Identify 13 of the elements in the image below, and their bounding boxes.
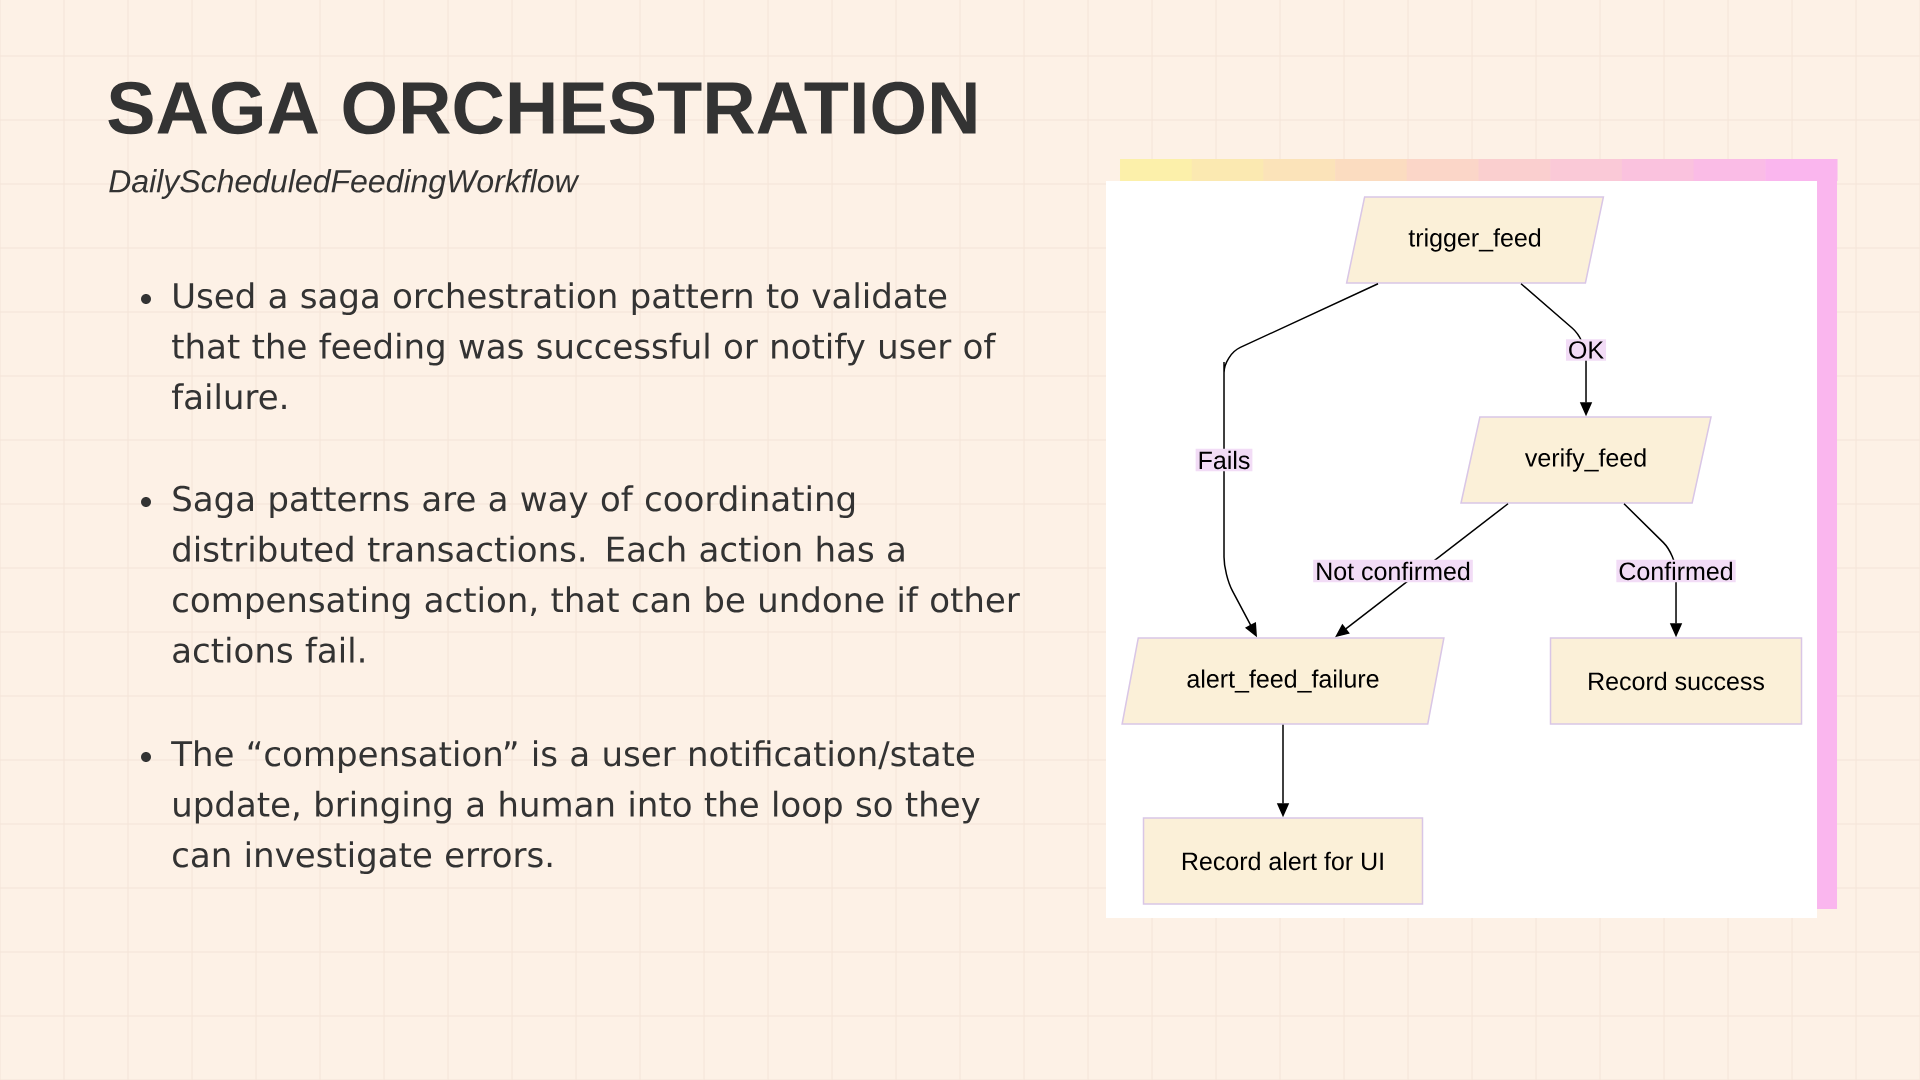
bullet-text: The “compensation” is a user notification/state update, bringing a human into the loop so they can investigate errors. bbox=[171, 740, 980, 875]
bullet-text: Saga patterns are a way of coordinating distributed transactions. Each action has a compensating action, that can be undone if other actions fail. bbox=[173, 485, 1020, 663]
edge-label: OK bbox=[1565, 339, 1607, 361]
edge-label: Confirmed bbox=[1616, 559, 1736, 583]
process-box: Record alert for UI bbox=[1142, 817, 1424, 905]
parallelogram-node: trigger_feed bbox=[1345, 196, 1605, 284]
parallelogram-node: alert_feed_failure bbox=[1121, 637, 1445, 725]
bullet-text: Used a saga orchestration pattern to validate that the feeding was successful or notify user of failure. bbox=[172, 282, 996, 410]
parallelogram-node: verify_feed bbox=[1460, 416, 1712, 504]
edge-label: Not confirmed bbox=[1313, 559, 1473, 583]
subtitle: DailyScheduledFeedingWorkflow bbox=[109, 169, 580, 199]
process-box: Record success bbox=[1549, 637, 1803, 725]
title: SAGA ORCHESTRATION bbox=[108, 81, 976, 135]
